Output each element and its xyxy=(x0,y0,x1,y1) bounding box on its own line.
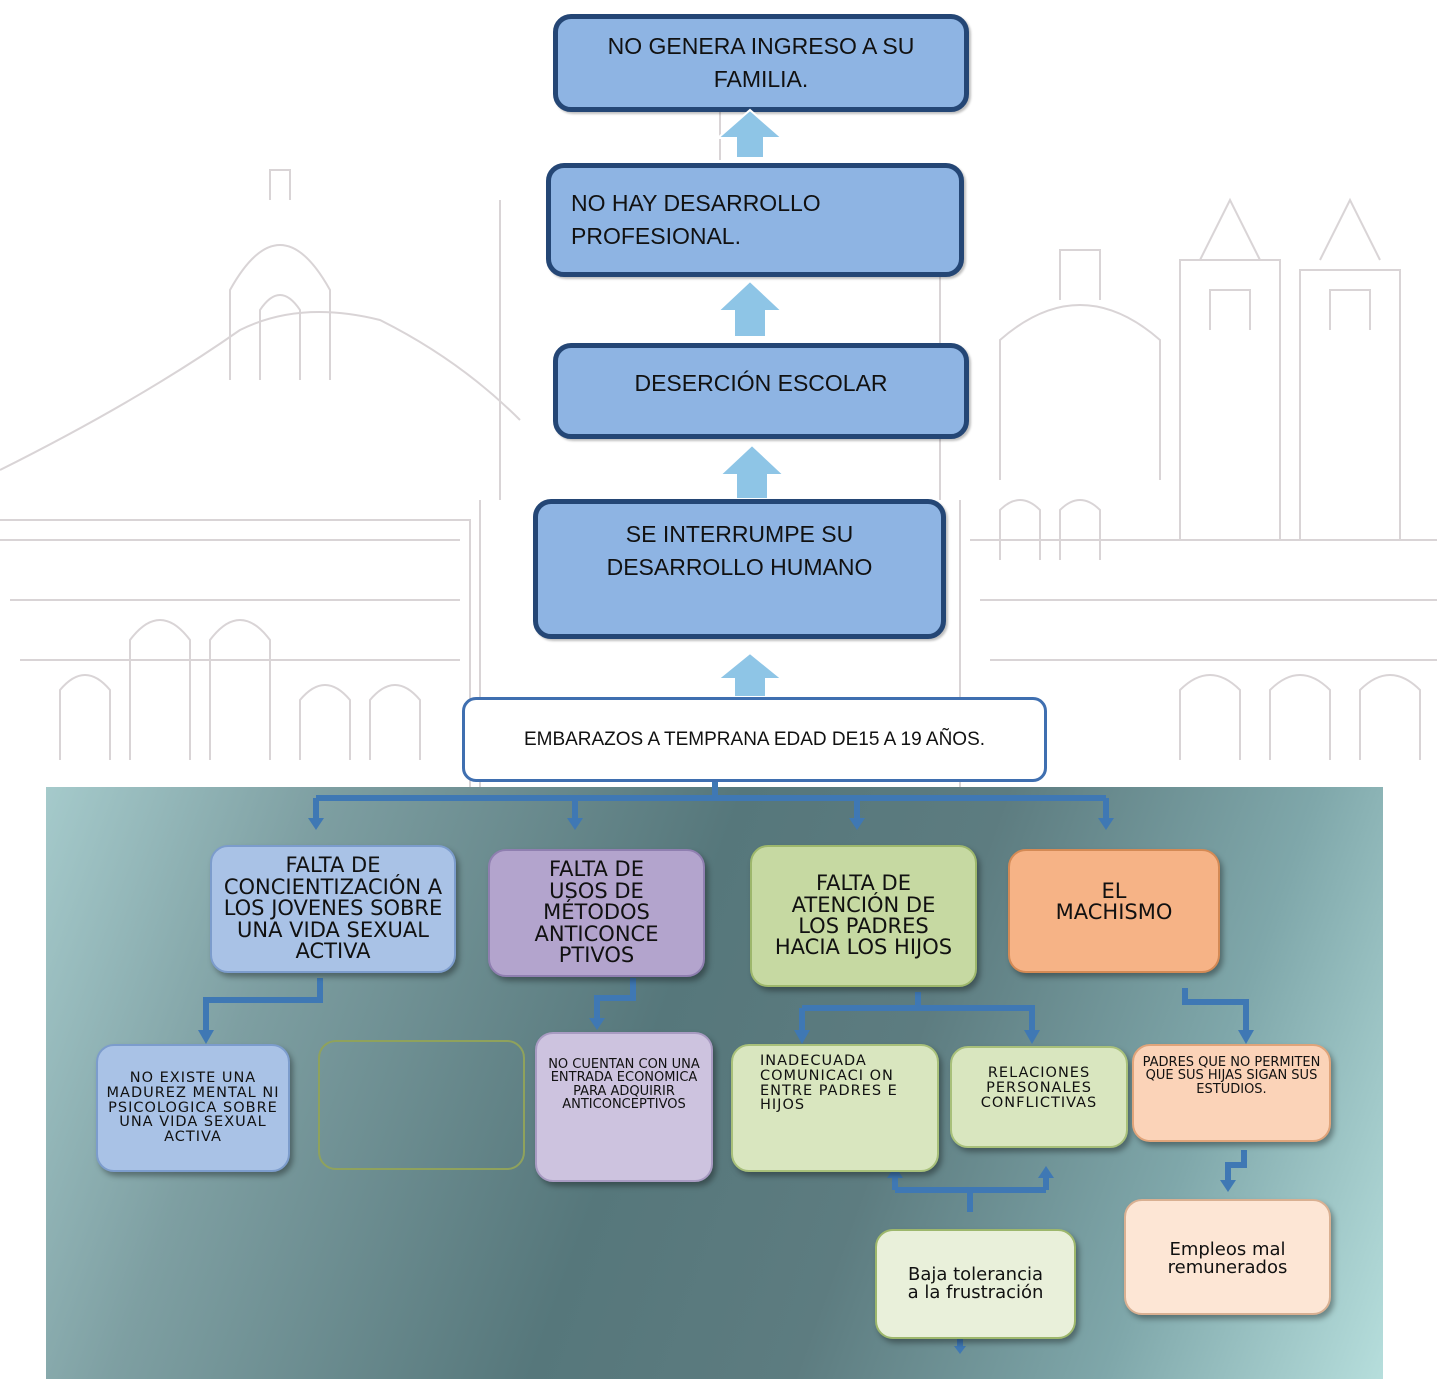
effect-label: DESERCIÓN ESCOLAR xyxy=(634,369,888,396)
sub-cause-label: INADECUADA COMUNICACI ON ENTRE PADRES E … xyxy=(760,1053,898,1114)
sub-cause-card-economic: NO CUENTAN CON UNA ENTRADA ECONOMICA PAR… xyxy=(535,1032,713,1182)
cause-label: FALTA DE USOS DE MÉTODOS ANTICONCE PTIVO… xyxy=(534,857,659,968)
cause-card-contraceptives: FALTA DE USOS DE MÉTODOS ANTICONCE PTIVO… xyxy=(488,849,705,977)
sub-cause-card-relationships: RELACIONES PERSONALES CONFLICTIVAS xyxy=(950,1046,1128,1148)
sub-cause-card-parents-forbid: PADRES QUE NO PERMITEN QUE SUS HIJAS SIG… xyxy=(1132,1044,1331,1142)
effect-label: NO GENERA INGRESO A SU FAMILIA. xyxy=(607,33,915,92)
cause-label: EL MACHISMO xyxy=(1055,879,1173,925)
sub-cause-card-maturity: NO EXISTE UNA MADUREZ MENTAL NI PSICOLOG… xyxy=(96,1044,290,1172)
up-arrow-icon xyxy=(716,108,784,159)
cause-label: FALTA DE ATENCIÓN DE LOS PADRES HACIA LO… xyxy=(774,871,953,960)
sub-cause-label: PADRES QUE NO PERMITEN QUE SUS HIJAS SIG… xyxy=(1142,1055,1321,1097)
cause-card-parental-attention: FALTA DE ATENCIÓN DE LOS PADRES HACIA LO… xyxy=(750,845,977,987)
third-level-card-low-wages: Empleos mal remunerados xyxy=(1124,1199,1331,1315)
effect-label: SE INTERRUMPE SU DESARROLLO HUMANO xyxy=(606,521,873,580)
effect-box-human-development-interrupted: SE INTERRUMPE SU DESARROLLO HUMANO xyxy=(533,499,946,639)
third-level-label: Baja tolerancia a la frustración xyxy=(907,1263,1044,1303)
effect-label: NO HAY DESARROLLO PROFESIONAL. xyxy=(571,190,821,249)
third-level-card-frustration: Baja tolerancia a la frustración xyxy=(875,1229,1076,1339)
cause-label: FALTA DE CONCIENTIZACIÓN A LOS JOVENES S… xyxy=(223,853,443,964)
sub-cause-label: NO CUENTAN CON UNA ENTRADA ECONOMICA PAR… xyxy=(548,1057,700,1112)
effect-box-school-dropout: DESERCIÓN ESCOLAR xyxy=(553,343,969,439)
sub-cause-card-empty xyxy=(318,1040,525,1170)
up-arrow-icon xyxy=(716,279,784,338)
effect-box-no-income: NO GENERA INGRESO A SU FAMILIA. xyxy=(553,14,969,112)
sub-cause-label: NO EXISTE UNA MADUREZ MENTAL NI PSICOLOG… xyxy=(106,1070,280,1146)
sub-cause-card-communication: INADECUADA COMUNICACI ON ENTRE PADRES E … xyxy=(731,1044,939,1172)
effect-box-no-professional-development: NO HAY DESARROLLO PROFESIONAL. xyxy=(546,163,964,277)
third-level-label: Empleos mal remunerados xyxy=(1167,1239,1288,1279)
central-problem-box: EMBARAZOS A TEMPRANA EDAD DE15 A 19 AÑOS… xyxy=(462,697,1047,782)
cause-card-awareness: FALTA DE CONCIENTIZACIÓN A LOS JOVENES S… xyxy=(210,845,456,973)
cause-card-machismo: EL MACHISMO xyxy=(1008,849,1220,973)
background-building-sketch xyxy=(0,100,1437,790)
central-problem-label: EMBARAZOS A TEMPRANA EDAD DE15 A 19 AÑOS… xyxy=(523,728,986,750)
sub-cause-label: RELACIONES PERSONALES CONFLICTIVAS xyxy=(980,1065,1098,1111)
